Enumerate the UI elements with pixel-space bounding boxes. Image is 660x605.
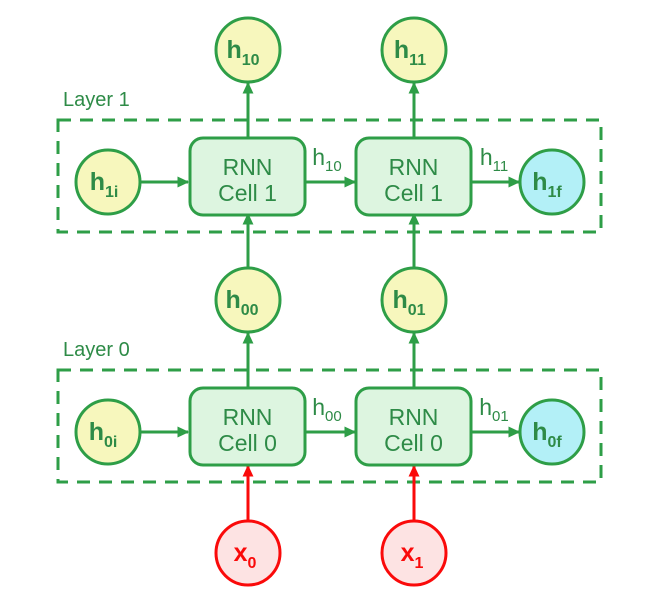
edge-label-h11-base: h <box>480 144 493 170</box>
node-h10-output[interactable]: h10 <box>214 16 282 84</box>
node-h0f-sub: 0f <box>548 434 563 451</box>
node-x1-label: x1 <box>401 539 424 572</box>
edge-label-h11: h11 <box>480 144 508 175</box>
node-h1f-sub: 1f <box>548 184 563 201</box>
node-h10-output-label: h10 <box>226 36 259 69</box>
edge-label-h00-base: h <box>312 394 325 420</box>
node-x0[interactable]: x0 <box>214 519 282 587</box>
node-h1f[interactable]: h1f <box>518 148 586 216</box>
cell-0b-label-line1: RNN <box>389 404 439 430</box>
node-h11-output[interactable]: h11 <box>380 16 448 84</box>
edge-label-h01-base: h <box>479 394 492 420</box>
node-h01-output-label: h01 <box>392 286 425 319</box>
node-h01-output-base: h <box>392 286 407 314</box>
node-x1[interactable]: x1 <box>380 519 448 587</box>
layer-0-title: Layer 0 <box>63 339 130 361</box>
node-x0-base: x <box>234 539 248 567</box>
node-h0i-circle[interactable] <box>74 398 142 466</box>
node-h00-output-label: h00 <box>225 286 258 319</box>
cell-1a-label-line2: Cell 1 <box>218 180 277 206</box>
node-h11-output-sub: 11 <box>409 52 426 69</box>
node-h01-output[interactable]: h01 <box>380 266 448 334</box>
node-h0i-label: h0i <box>89 418 118 451</box>
cell-0b-label-line2: Cell 0 <box>384 430 443 456</box>
node-h10-output-circle[interactable] <box>214 16 282 84</box>
node-h0i-sub: 0i <box>104 434 117 451</box>
node-h11-output-circle[interactable] <box>380 16 448 84</box>
cell-0b[interactable]: RNN Cell 0 <box>354 386 473 467</box>
node-h0f-base: h <box>532 418 547 446</box>
node-h1i[interactable]: h1i <box>74 148 142 216</box>
node-h0f-circle[interactable] <box>518 398 586 466</box>
node-h00-output-sub: 00 <box>241 302 259 319</box>
layer-1-edges <box>140 81 521 268</box>
cell-0a[interactable]: RNN Cell 0 <box>188 386 307 467</box>
edge-label-h00: h00 <box>312 394 341 425</box>
node-x0-sub: 0 <box>248 555 257 572</box>
edge-label-h00-sub: 00 <box>325 408 342 425</box>
cell-1b[interactable]: RNN Cell 1 <box>354 136 473 217</box>
layer-0-group: Layer 0 <box>56 339 603 484</box>
node-h1i-base: h <box>90 168 105 196</box>
edge-label-group: h10 h11 h00 h01 <box>312 144 508 425</box>
node-h0i-base: h <box>89 418 104 446</box>
edge-label-h11-sub: 11 <box>493 158 509 175</box>
cell-0a-label-line2: Cell 0 <box>218 430 277 456</box>
node-h00-output[interactable]: h00 <box>214 266 282 334</box>
cell-1a-label-line1: RNN <box>223 154 273 180</box>
node-h00-output-base: h <box>225 286 240 314</box>
node-x0-circle[interactable] <box>214 519 282 587</box>
node-h00-output-circle[interactable] <box>214 266 282 334</box>
edge-label-h10: h10 <box>312 144 341 175</box>
node-h11-output-base: h <box>394 36 409 64</box>
node-h01-output-circle[interactable] <box>380 266 448 334</box>
edge-label-h01-sub: 01 <box>492 408 509 425</box>
node-h11-output-label: h11 <box>394 36 426 69</box>
node-x1-sub: 1 <box>415 555 424 572</box>
node-h0i[interactable]: h0i <box>74 398 142 466</box>
edge-label-h10-base: h <box>312 144 325 170</box>
edge-label-h01: h01 <box>479 394 508 425</box>
node-h1i-circle[interactable] <box>74 148 142 216</box>
cell-1b-label-line2: Cell 1 <box>384 180 443 206</box>
node-h01-output-sub: 01 <box>408 302 426 319</box>
cell-0a-box[interactable] <box>188 386 307 467</box>
node-x0-label: x0 <box>234 539 257 572</box>
node-x1-base: x <box>401 539 415 567</box>
node-h0f[interactable]: h0f <box>518 398 586 466</box>
node-h1i-sub: 1i <box>105 184 118 201</box>
cell-0a-label-line1: RNN <box>223 404 273 430</box>
cell-1b-label-line1: RNN <box>389 154 439 180</box>
layer-1-group: Layer 1 <box>56 89 603 234</box>
node-h1f-circle[interactable] <box>518 148 586 216</box>
node-h1f-base: h <box>532 168 547 196</box>
cell-1a-box[interactable] <box>188 136 307 217</box>
layer-0-edges <box>140 331 521 520</box>
node-h1f-label: h1f <box>532 168 562 201</box>
layer-0-frame <box>56 368 603 484</box>
node-x1-circle[interactable] <box>380 519 448 587</box>
node-h1i-label: h1i <box>90 168 119 201</box>
edge-label-h10-sub: 10 <box>325 158 342 175</box>
node-h10-output-base: h <box>226 36 241 64</box>
layer-1-frame <box>56 118 603 234</box>
cell-1b-box[interactable] <box>354 136 473 217</box>
node-h0f-label: h0f <box>532 418 562 451</box>
layer-1-title: Layer 1 <box>63 89 130 111</box>
cell-0b-box[interactable] <box>354 386 473 467</box>
node-h10-output-sub: 10 <box>242 52 260 69</box>
cell-1a[interactable]: RNN Cell 1 <box>188 136 307 217</box>
